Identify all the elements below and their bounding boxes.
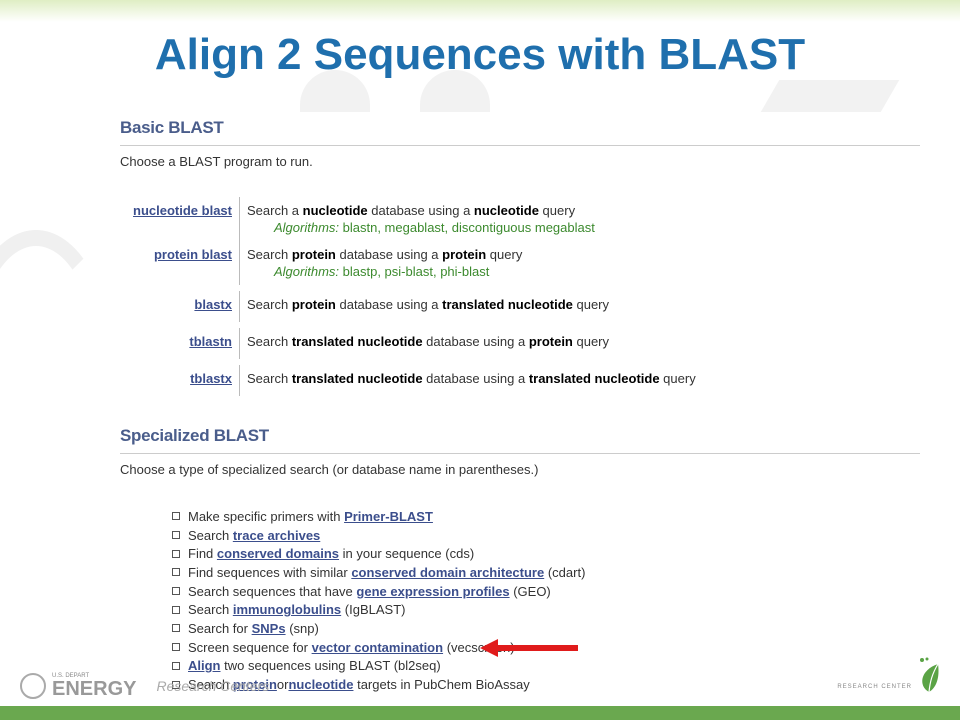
program-link-protein-blast[interactable]: protein blast (153, 247, 232, 262)
doe-seal-icon (20, 673, 46, 699)
list-item: Align two sequences using BLAST (bl2seq) (172, 657, 920, 676)
square-bullet-icon (172, 512, 180, 521)
immunoglobulins-link[interactable]: immunoglobulins (232, 602, 342, 618)
program-description: Search a nucleotide database using a nuc… (239, 197, 595, 241)
basic-blast-intro: Choose a BLAST program to run. (120, 154, 313, 169)
basic-blast-heading: Basic BLAST (120, 118, 224, 137)
square-bullet-icon (172, 531, 180, 540)
program-table: nucleotide blast Search a nucleotide dat… (120, 197, 920, 396)
program-row: tblastn Search translated nucleotide dat… (120, 328, 920, 359)
specialized-blast-heading: Specialized BLAST (120, 426, 269, 445)
program-link-nucleotide-blast[interactable]: nucleotide blast (133, 203, 232, 218)
top-gradient-band (0, 0, 960, 22)
specialized-blast-intro: Choose a type of specialized search (or … (120, 462, 539, 477)
bottom-band (0, 706, 960, 720)
list-item: Find conserved domains in your sequence … (172, 544, 920, 563)
program-link-tblastx[interactable]: tblastx (190, 371, 232, 386)
list-item: Search sequences that have gene expressi… (172, 582, 920, 601)
program-link-blastx[interactable]: blastx (194, 297, 232, 312)
snps-link[interactable]: SNPs (251, 620, 286, 636)
square-bullet-icon (172, 605, 180, 614)
program-description: Search protein database using a protein … (239, 241, 522, 285)
specialized-section: Specialized BLAST Choose a type of speci… (120, 426, 920, 694)
background-swoosh (0, 230, 112, 492)
list-item: Search trace archives (172, 526, 920, 545)
program-link-tblastn[interactable]: tblastn (189, 334, 232, 349)
list-item: Search immunoglobulins (IgBLAST) (172, 600, 920, 619)
square-bullet-icon (172, 549, 180, 558)
square-bullet-icon (172, 661, 180, 670)
program-row: nucleotide blast Search a nucleotide dat… (120, 197, 920, 241)
gene-expression-profiles-link[interactable]: gene expression profiles (356, 583, 510, 599)
background-shape-3 (760, 80, 900, 112)
program-description: Search translated nucleotide database us… (239, 328, 609, 359)
slide-title: Align 2 Sequences with BLAST (154, 30, 806, 79)
protein-link[interactable]: protein (232, 677, 277, 693)
list-item: Search for SNPs (snp) (172, 619, 920, 638)
square-bullet-icon (172, 624, 180, 633)
divider (120, 145, 920, 146)
square-bullet-icon (172, 587, 180, 596)
red-arrow-icon (480, 639, 578, 657)
conserved-domain-architecture-link[interactable]: conserved domain architecture (351, 564, 545, 580)
program-row: tblastx Search translated nucleotide dat… (120, 365, 920, 396)
program-algorithms: Algorithms: blastp, psi-blast, phi-blast (274, 264, 490, 279)
conserved-domains-link[interactable]: conserved domains (216, 546, 340, 562)
list-item: Make specific primers with Primer-BLAST (172, 507, 920, 526)
research-centers-logo: Research Centers (156, 678, 270, 694)
specialized-list: Make specific primers with Primer-BLAST … (172, 507, 920, 694)
program-row: blastx Search protein database using a t… (120, 291, 920, 322)
divider (120, 453, 920, 454)
leaf-icon (920, 657, 939, 693)
research-center-logo: RESEARCH CENTER (837, 656, 942, 694)
blast-panel: Basic BLAST Choose a BLAST program to ru… (120, 118, 920, 694)
program-description: Search translated nucleotide database us… (239, 365, 696, 396)
primer-blast-link[interactable]: Primer-BLAST (344, 508, 433, 524)
square-bullet-icon (172, 568, 180, 577)
list-item: Search protein or nucleotide targets in … (172, 675, 920, 694)
program-description: Search protein database using a translat… (239, 291, 609, 322)
square-bullet-icon (172, 680, 180, 689)
vector-contamination-link[interactable]: vector contamination (311, 639, 444, 655)
align-link[interactable]: Align (188, 658, 221, 674)
nucleotide-link[interactable]: nucleotide (288, 677, 354, 693)
square-bullet-icon (172, 643, 180, 652)
doe-logo: U.S. DEPART ENERGY Research Centers (20, 673, 269, 699)
program-algorithms: Algorithms: blastn, megablast, discontig… (274, 220, 595, 235)
trace-archives-link[interactable]: trace archives (232, 527, 321, 543)
program-row: protein blast Search protein database us… (120, 241, 920, 285)
list-item: Find sequences with similar conserved do… (172, 563, 920, 582)
